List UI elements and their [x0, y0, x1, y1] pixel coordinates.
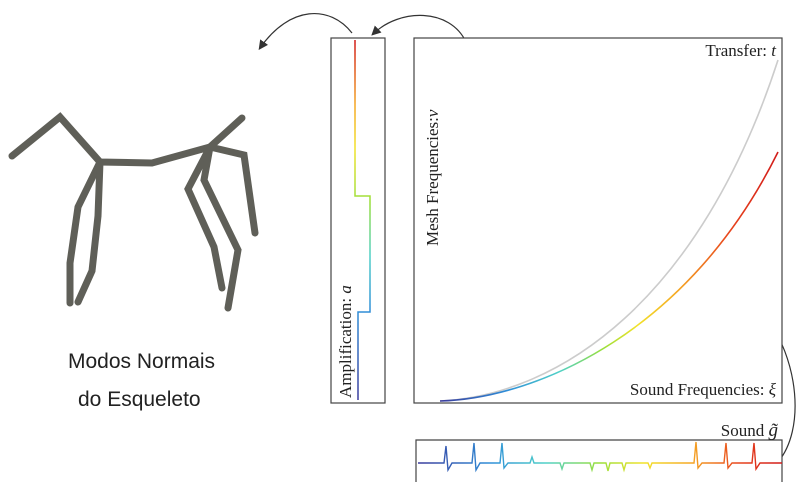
caption-line-1: Modos Normais	[68, 350, 216, 373]
colored-transfer-curve	[439, 151, 779, 402]
caption-line-2: do Esqueleto	[78, 388, 201, 411]
sound-frequencies-label: Sound Frequencies: ξ	[630, 380, 777, 399]
transfer-panel: Transfer: t Mesh Frequencies:ν Sound Fre…	[413, 37, 783, 404]
gray-transfer-curve	[439, 59, 779, 402]
transfer-label: Transfer: t	[705, 41, 777, 60]
arrow-to-skeleton	[258, 13, 353, 50]
skeleton-figure	[8, 112, 259, 312]
amplification-panel: Amplification: a	[330, 37, 386, 404]
sound-label: Sound g̃	[721, 420, 779, 441]
arrow-to-amplification	[371, 14, 467, 43]
mesh-frequencies-label: Mesh Frequencies:ν	[423, 109, 442, 246]
sound-waveform	[418, 441, 782, 473]
sound-panel: Sound g̃	[415, 420, 783, 482]
amplification-label: Amplification: a	[336, 285, 355, 398]
amplification-step-curve	[354, 40, 371, 400]
